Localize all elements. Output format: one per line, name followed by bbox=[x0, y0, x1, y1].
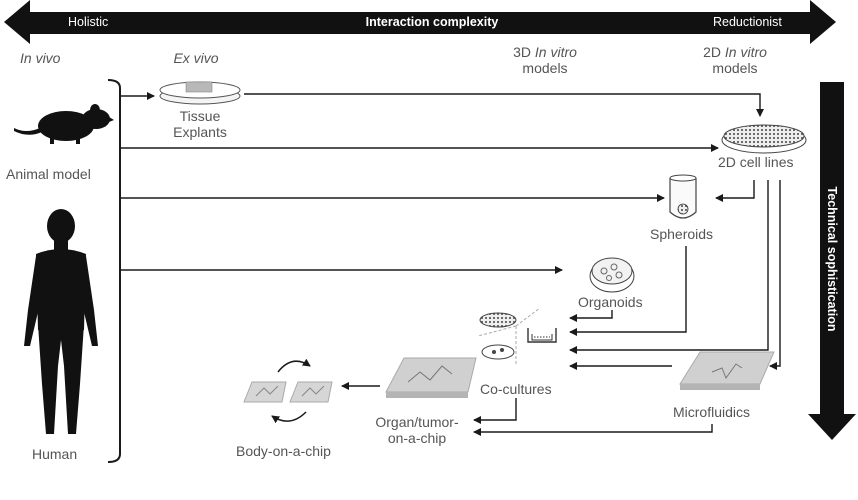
in-vitro-2d-italic: In vitro bbox=[724, 44, 767, 60]
organ-label-line2: on-a-chip bbox=[387, 430, 447, 446]
organ-on-chip-label: Organ/tumor- on-a-chip bbox=[362, 414, 472, 446]
in-vitro-2d-header: 2D In vitro models bbox=[680, 44, 790, 76]
ex-vivo-label: Ex vivo bbox=[173, 50, 219, 66]
body-on-chip-label: Body-on-a-chip bbox=[236, 443, 331, 459]
technical-sophistication-arrow bbox=[808, 82, 856, 440]
cell-line-dish-icon bbox=[721, 124, 807, 154]
connector-cells-to-microfluidics bbox=[769, 180, 781, 370]
microfluidics-chip-icon bbox=[679, 351, 775, 390]
microfluidics-label: Microfluidics bbox=[673, 404, 751, 420]
in-vitro-2d-prefix: 2D bbox=[703, 44, 721, 60]
tissue-label-line2: Explants bbox=[173, 124, 227, 140]
in-vitro-3d-prefix: 3D bbox=[513, 44, 531, 60]
in-vitro-3d-suffix: models bbox=[522, 60, 568, 76]
tissue-explants-label: Tissue Explants bbox=[150, 108, 250, 140]
co-cultures-label: Co-cultures bbox=[480, 381, 552, 397]
tissue-explant-dish-icon bbox=[159, 81, 241, 105]
connector-cells-to-spheroids bbox=[715, 180, 755, 202]
connector-cells-to-cocultures bbox=[569, 180, 769, 354]
in-vitro-2d-suffix: models bbox=[712, 60, 758, 76]
animal-model-label: Animal model bbox=[6, 166, 91, 182]
co-culture-icon bbox=[477, 307, 557, 366]
interaction-complexity-label: Interaction complexity bbox=[365, 15, 499, 29]
tissue-label-line1: Tissue bbox=[179, 108, 221, 124]
body-on-chip-icon bbox=[243, 358, 333, 424]
connector-tissue-to-cells bbox=[244, 93, 764, 117]
in-vitro-3d-header: 3D In vitro models bbox=[490, 44, 600, 76]
human-icon bbox=[24, 209, 98, 434]
organoid-dish-icon bbox=[589, 257, 635, 293]
connector-microfluidics-to-organ bbox=[473, 424, 713, 436]
in-vivo-label: In vivo bbox=[20, 50, 61, 66]
technical-sophistication-label: Technical sophistication bbox=[825, 186, 839, 332]
connector-organoids-to-cocultures bbox=[569, 310, 613, 322]
mouse-icon bbox=[14, 104, 114, 144]
connector-spheroids-to-cocultures bbox=[569, 246, 687, 336]
spheroid-tube-icon bbox=[669, 174, 697, 219]
in-vitro-3d-italic: In vitro bbox=[534, 44, 577, 60]
interaction-complexity-arrow bbox=[4, 0, 836, 44]
reductionist-label: Reductionist bbox=[713, 15, 782, 29]
bracket bbox=[107, 79, 121, 463]
spheroids-label: Spheroids bbox=[650, 226, 714, 242]
organoids-label: Organoids bbox=[578, 294, 643, 310]
holistic-label: Holistic bbox=[68, 15, 109, 29]
connector-cocultures-to-organ bbox=[473, 398, 517, 424]
human-label: Human bbox=[32, 446, 78, 462]
cell-lines-label: 2D cell lines bbox=[718, 154, 794, 170]
organ-on-chip-icon bbox=[385, 357, 477, 398]
organ-label-line1: Organ/tumor- bbox=[375, 414, 459, 430]
